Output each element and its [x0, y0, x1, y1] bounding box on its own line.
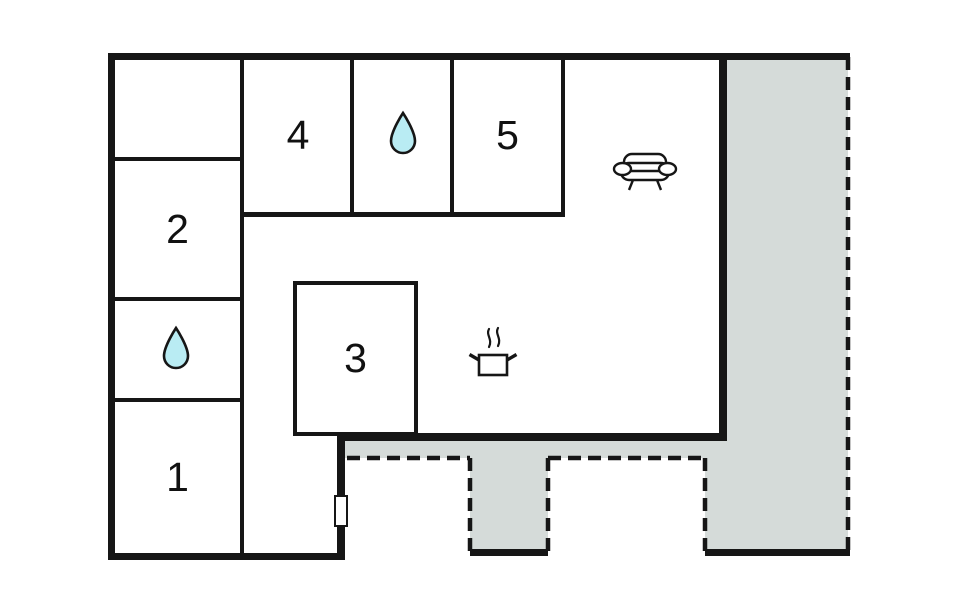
wall-room5-right	[561, 60, 565, 213]
wall-room4-right	[350, 60, 354, 213]
wall-bathroom-right	[450, 60, 454, 213]
wall-terrace-leg-bottom	[470, 549, 548, 556]
terrace-right	[723, 55, 848, 553]
terrace-leg-center	[470, 458, 548, 553]
wall-room1-top	[115, 398, 240, 402]
wall-bottom-left	[108, 553, 345, 560]
water-drop-icon	[159, 325, 193, 371]
wall-main-bottom	[337, 433, 727, 441]
wall-top-strip-bottom	[240, 212, 565, 217]
wall-main-right	[719, 53, 727, 441]
wall-room2-bottom	[115, 297, 240, 301]
window-marker	[334, 495, 348, 527]
room-4-label: 4	[286, 111, 310, 158]
sofa-icon	[612, 150, 678, 196]
wall-left-column-divider	[240, 60, 244, 553]
wall-terrace-right-bottom	[705, 549, 850, 556]
room-3: 3	[293, 281, 418, 436]
water-drop-icon	[386, 110, 420, 156]
cooking-pot-icon	[467, 325, 519, 379]
terrace-leg-right	[705, 458, 725, 553]
wall-top	[108, 53, 850, 60]
room-1-label: 1	[166, 454, 189, 500]
wall-left	[108, 53, 115, 560]
room-3-label: 3	[344, 335, 367, 381]
room-2-label: 2	[166, 205, 189, 252]
wall-room2-top	[115, 157, 240, 161]
terrace-strip-bottom	[341, 437, 723, 458]
room-5-label: 5	[496, 111, 519, 158]
